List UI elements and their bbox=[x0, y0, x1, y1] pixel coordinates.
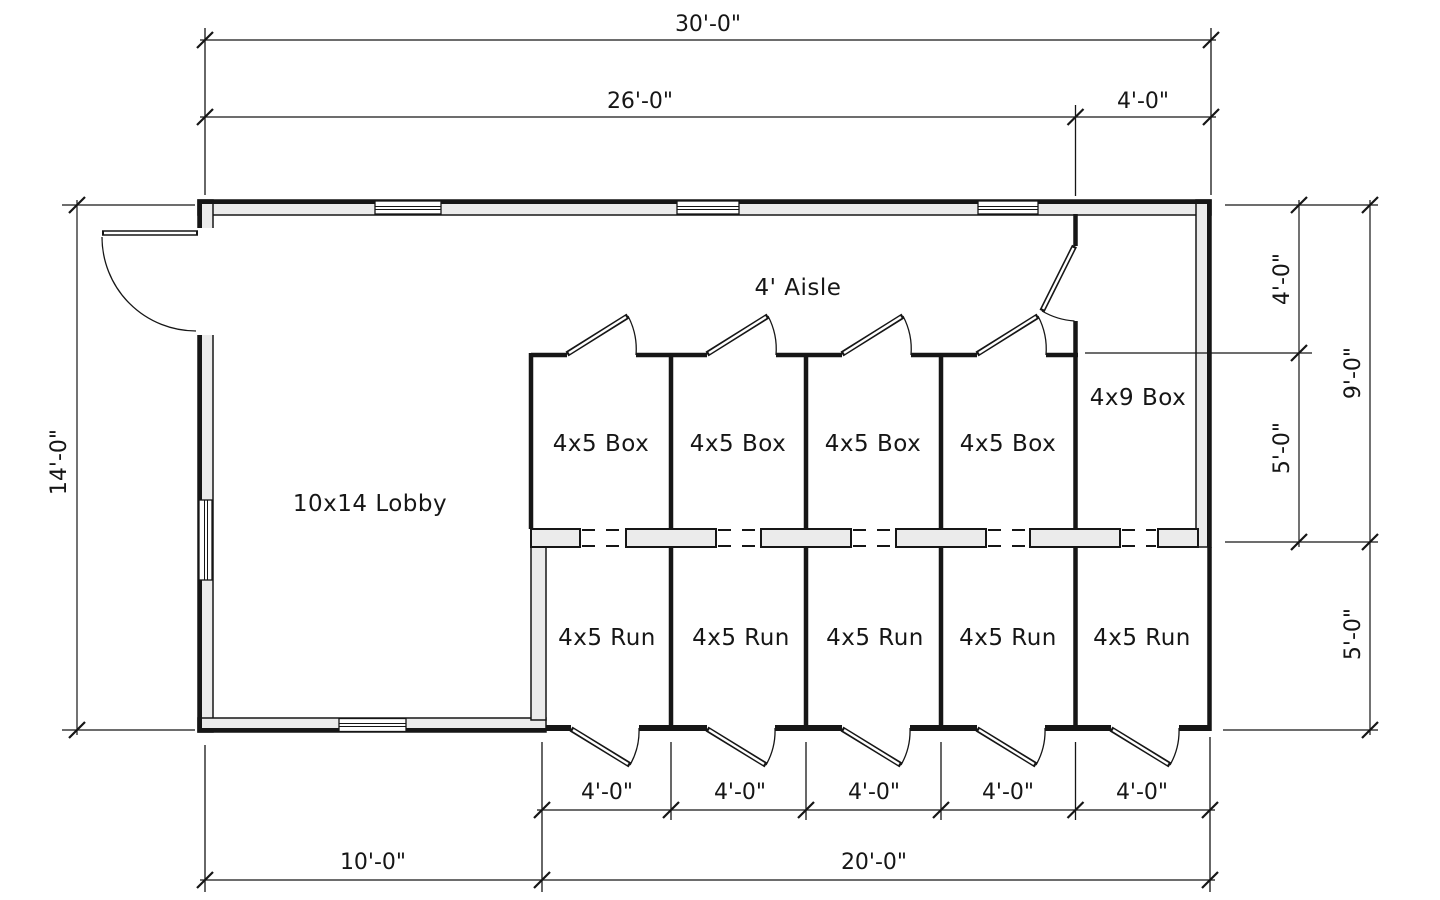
run-2-label: 4x5 Run bbox=[692, 625, 790, 651]
box9-label: 4x9 Box bbox=[1090, 385, 1186, 411]
extension-lines bbox=[62, 28, 1378, 892]
left-wall-window bbox=[198, 499, 213, 581]
box-run-divider bbox=[530, 528, 1199, 548]
dim-box9-depth: 9'-0" bbox=[1341, 347, 1366, 399]
run-gate-2 bbox=[705, 726, 776, 768]
dim-aisle-depth: 4'-0" bbox=[1270, 253, 1295, 305]
windows bbox=[198, 200, 1039, 733]
dimension-ticks bbox=[68, 31, 1379, 889]
box-2-label: 4x5 Box bbox=[690, 431, 786, 457]
box-gate-2 bbox=[705, 313, 777, 357]
box-stall-walls bbox=[528, 321, 1078, 529]
run-gate-5 bbox=[1109, 726, 1180, 768]
run-gate-4 bbox=[975, 726, 1046, 768]
aisle-door bbox=[1039, 214, 1078, 322]
top-wall-window-2 bbox=[676, 200, 740, 215]
bottom-wall-window bbox=[338, 717, 407, 733]
entry-door-opening bbox=[196, 228, 215, 335]
lobby-east-wall bbox=[530, 544, 547, 721]
run-gate-1 bbox=[569, 726, 640, 768]
box-4-label: 4x5 Box bbox=[960, 431, 1056, 457]
top-wall-window-3 bbox=[977, 200, 1039, 215]
box-stall-gates bbox=[565, 313, 1047, 357]
entry-door bbox=[101, 228, 215, 335]
dimension-lines bbox=[76, 39, 1371, 881]
dimension-labels: 30'-0" 26'-0" 4'-0" 14'-0" 4'-0" 5'-0" 9… bbox=[47, 12, 1366, 875]
dim-stall-2: 4'-0" bbox=[714, 780, 766, 805]
run-5-label: 4x5 Run bbox=[1093, 625, 1191, 651]
entry-door-swing-arc bbox=[101, 236, 197, 332]
aisle-door-swing-arc bbox=[1041, 310, 1075, 322]
run-walls bbox=[546, 547, 1212, 731]
box-1-label: 4x5 Box bbox=[553, 431, 649, 457]
dim-stall-4: 4'-0" bbox=[982, 780, 1034, 805]
dim-overall-height: 14'-0" bbox=[47, 429, 72, 495]
dim-top-right-span: 4'-0" bbox=[1117, 89, 1169, 114]
top-wall-window-1 bbox=[374, 200, 442, 215]
dim-stall-1: 4'-0" bbox=[581, 780, 633, 805]
run-3-label: 4x5 Run bbox=[826, 625, 924, 651]
dim-box-depth: 5'-0" bbox=[1270, 422, 1295, 474]
run-gates bbox=[569, 726, 1180, 768]
run-gate-3 bbox=[840, 726, 911, 768]
dim-run-depth: 5'-0" bbox=[1341, 608, 1366, 660]
dim-stall-3: 4'-0" bbox=[848, 780, 900, 805]
run-4-label: 4x5 Run bbox=[959, 625, 1057, 651]
aisle-label: 4' Aisle bbox=[755, 275, 842, 301]
box-gate-4 bbox=[975, 313, 1047, 357]
lobby-label: 10x14 Lobby bbox=[293, 491, 447, 517]
run-1-label: 4x5 Run bbox=[558, 625, 656, 651]
dim-overall-width: 30'-0" bbox=[675, 12, 741, 37]
dim-run-row-width: 20'-0" bbox=[841, 850, 907, 875]
box-3-label: 4x5 Box bbox=[825, 431, 921, 457]
box-gate-3 bbox=[840, 313, 912, 357]
dim-lobby-width: 10'-0" bbox=[340, 850, 406, 875]
room-labels: 10x14 Lobby 4' Aisle 4x5 Box 4x5 Box 4x5… bbox=[293, 275, 1191, 651]
box-gate-1 bbox=[565, 313, 637, 357]
dim-stall-5: 4'-0" bbox=[1116, 780, 1168, 805]
transfer-door-dashes bbox=[582, 529, 1156, 547]
dim-top-left-span: 26'-0" bbox=[607, 89, 673, 114]
